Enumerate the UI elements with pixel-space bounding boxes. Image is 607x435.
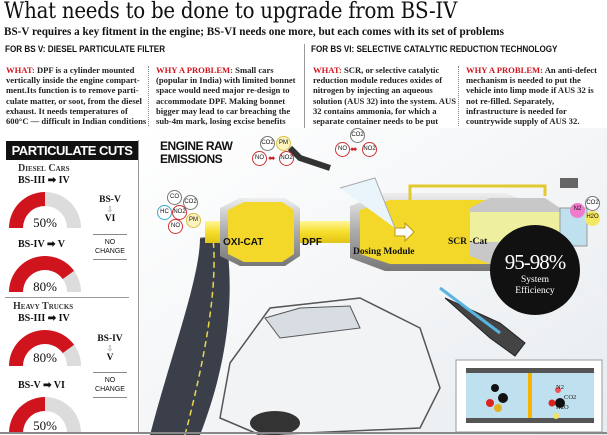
efficiency-badge <box>490 225 580 315</box>
gauge-remainder <box>62 344 81 366</box>
gas-bubble: HC <box>157 205 172 220</box>
bs5-why: WHY A PROBLEM: Small cars (popu­lar in I… <box>156 65 300 126</box>
percentage: 50% <box>33 418 57 433</box>
gauge-fill <box>9 397 45 433</box>
gas-bubble: NO <box>335 142 350 157</box>
divider <box>5 297 129 298</box>
transition-label: BS-III ➡ IV <box>18 313 70 324</box>
why-label: WHY A PROBLEM: <box>466 65 544 75</box>
inset-outputs: N2 CO2 H2O <box>556 383 576 413</box>
scr-cat-label: SCR -Cat <box>448 237 488 247</box>
side-to: VI <box>104 214 116 224</box>
gas-bubble: NO <box>168 219 183 234</box>
car <box>219 297 441 435</box>
road <box>150 233 230 435</box>
side-transition: BS-IV⇩V <box>93 333 127 365</box>
side-transition: BS-V⇩VI <box>93 194 127 226</box>
arrow-down-icon: ⇩ <box>106 344 114 353</box>
category-label: Diesel Cars <box>18 163 70 174</box>
what-text: SCR, or selective catalytic reduction mo… <box>313 65 457 127</box>
bs5-what: WHAT: DPF is a cylinder mounted vertical… <box>6 65 148 126</box>
what-text: DPF is a cylinder mounted vertically ins… <box>6 65 147 127</box>
efficiency-label: Efficiency <box>515 286 555 296</box>
gauge-remainder <box>45 397 81 433</box>
gas-bubble: NO <box>252 151 267 166</box>
gas-bubble: CO <box>167 190 182 205</box>
gas-bubble: NO2 <box>279 151 294 166</box>
exchange-arrow-icon: ⬌ <box>350 144 358 154</box>
efficiency-text: 95-98% System Efficiency <box>490 250 580 297</box>
label-line: ENGINE RAW <box>160 139 233 153</box>
subtitle: BS-V requires a key fitment in the engin… <box>4 24 504 38</box>
oxi-cat-label: OXI-CAT <box>223 237 264 248</box>
gauge-fill <box>9 330 75 366</box>
side-to: V <box>106 353 114 363</box>
transition-label: BS-V ➡ VI <box>18 380 65 391</box>
bs5-heading: FOR BS V: DIESEL PARTICULATE FILTER <box>5 44 166 54</box>
transition-label: BS-IV ➡ V <box>18 239 65 250</box>
exchange-arrow-icon: ⬌ <box>268 153 276 163</box>
dotted-divider <box>148 66 149 126</box>
bs6-heading: FOR BS VI: SELECTIVE CATALYTIC REDUCTION… <box>311 44 558 54</box>
gauge <box>9 256 81 292</box>
percentage: 80% <box>33 279 57 294</box>
side-from: BS-IV <box>97 334 123 344</box>
inset-output: H2O <box>556 404 569 411</box>
page-title: What needs to be done to upgrade from BS… <box>4 0 458 24</box>
what-label: WHAT: <box>6 65 35 75</box>
dpf-label: DPF <box>302 237 322 248</box>
efficiency-value: 95-98% <box>504 250 567 274</box>
diagram-illustration <box>140 128 607 435</box>
side-from: BS-V <box>99 195 121 205</box>
no-change-label: NO CHANGE <box>93 234 127 260</box>
percentage: 80% <box>33 350 57 365</box>
section-divider <box>304 44 305 128</box>
dotted-divider <box>458 66 459 126</box>
gauge <box>9 192 81 228</box>
particulate-cuts-title: PARTICULATE CUTS <box>6 141 138 160</box>
inset-output: CO2 <box>564 394 577 401</box>
gauge-fill <box>9 192 45 228</box>
gas-bubble: N2 <box>570 203 585 218</box>
gas-bubble: NO2 <box>172 205 187 220</box>
label-line: EMISSIONS <box>160 152 223 166</box>
category-label: Heavy Trucks <box>13 301 74 312</box>
gas-bubble: H2O <box>585 211 600 226</box>
gas-bubble: NO2 <box>362 142 377 157</box>
gas-bubble: CO2 <box>350 128 365 143</box>
gauge <box>9 397 81 433</box>
what-label: WHAT: <box>313 65 342 75</box>
gas-bubble: PM <box>276 136 291 151</box>
efficiency-label: System <box>521 275 549 285</box>
why-label: WHY A PROBLEM: <box>156 65 234 75</box>
arrow-down-icon: ⇩ <box>106 205 114 214</box>
transition-label: BS-III ➡ IV <box>18 175 70 186</box>
bs6-why: WHY A PROBLEM: An anti-defect mechanism … <box>466 65 606 126</box>
inset-output: N2 <box>556 384 564 391</box>
dosing-module-label: Dosing Module <box>353 247 415 257</box>
gauge-remainder <box>62 270 81 292</box>
gauge-remainder <box>45 192 81 228</box>
percentage: 50% <box>33 215 57 230</box>
gas-bubble: PM <box>186 213 201 228</box>
gauge <box>9 330 81 366</box>
no-change-label: NO CHANGE <box>93 372 127 398</box>
why-text: An anti-defect mechanism is needed to pu… <box>466 65 597 127</box>
why-text: Small cars (popu­lar in India) with limi… <box>156 65 296 127</box>
bottom-rule <box>0 432 607 434</box>
bs6-what: WHAT: SCR, or selective catalytic reduct… <box>313 65 456 126</box>
tailpipe <box>444 297 526 357</box>
gauge-fill <box>9 256 75 292</box>
gas-bubble: CO2 <box>183 195 198 210</box>
gas-bubble: CO2 <box>585 196 600 211</box>
gas-bubble: CO2 <box>260 136 275 151</box>
